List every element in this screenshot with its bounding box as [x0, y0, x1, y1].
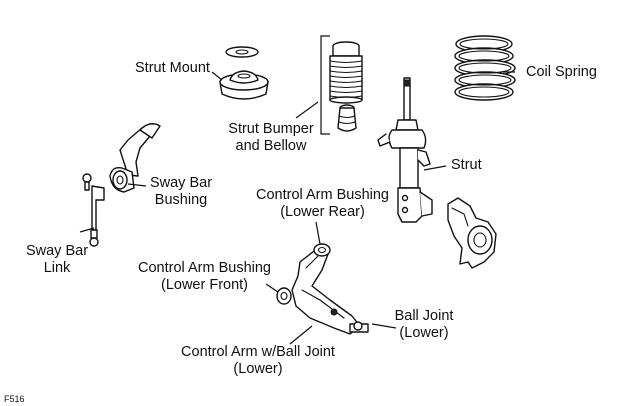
- strut-bumper-drawing: [337, 104, 357, 132]
- strut-bumper-label-line2: and Bellow: [235, 138, 307, 154]
- sway-bar-bushing-label: Sway Bar Bushing: [146, 175, 216, 209]
- control-arm-label-line2: (Lower): [233, 361, 283, 377]
- sway-bar-bushing-leader: [127, 183, 147, 187]
- strut-leader: [423, 165, 447, 171]
- strut-bumper-label-line1: Strut Bumper: [228, 121, 314, 137]
- sway-bar-drawing: [109, 123, 161, 193]
- sway-bar-link-label-line1: Sway Bar: [25, 243, 89, 259]
- strut-bumper-leader: [295, 101, 319, 119]
- sway-bar-link-leader: [79, 227, 95, 233]
- control-arm-label: Control Arm w/Ball Joint (Lower): [170, 344, 346, 378]
- control-arm-drawing: [276, 243, 369, 335]
- ball-joint-label-line1: Ball Joint: [394, 308, 454, 324]
- sway-bar-link-label-line2: Link: [43, 260, 71, 276]
- control-arm-bushing-rear-label: Control Arm Bushing (Lower Rear): [250, 187, 395, 221]
- ball-joint-label-line2: (Lower): [399, 325, 449, 341]
- control-arm-bushing-rear-label-line2: (Lower Rear): [280, 204, 365, 220]
- coil-spring-label: Coil Spring: [526, 64, 597, 80]
- ball-joint-leader: [371, 323, 397, 329]
- leader-lines: [79, 71, 515, 345]
- sway-bar-bushing-label-line1: Sway Bar: [149, 175, 213, 191]
- steering-knuckle-drawing: [447, 197, 497, 269]
- sway-bar-bushing-label-line2: Bushing: [154, 192, 208, 208]
- strut-bumper-label: Strut Bumper and Bellow: [221, 121, 321, 155]
- control-arm-leader: [289, 325, 313, 345]
- control-arm-bushing-rear-leader: [315, 221, 321, 245]
- strut-bellow-drawing: [329, 41, 363, 104]
- strut-drawing: [377, 77, 433, 223]
- strut-mount-drawing: [219, 46, 269, 100]
- control-arm-bushing-front-label-line1: Control Arm Bushing: [138, 260, 271, 276]
- control-arm-bushing-front-leader: [265, 283, 279, 293]
- strut-mount-leader: [211, 71, 223, 81]
- control-arm-bushing-rear-label-line1: Control Arm Bushing: [256, 187, 389, 203]
- bumper-bracket: [320, 35, 330, 135]
- control-arm-bushing-front-label: Control Arm Bushing (Lower Front): [132, 260, 277, 294]
- strut-mount-label: Strut Mount: [135, 60, 210, 76]
- strut-label: Strut: [451, 157, 482, 173]
- ball-joint-label: Ball Joint (Lower): [388, 308, 460, 342]
- control-arm-label-line1: Control Arm w/Ball Joint: [181, 344, 335, 360]
- figure-code: F516: [4, 394, 25, 404]
- sway-bar-link-drawing: [82, 173, 105, 247]
- control-arm-bushing-front-label-line2: (Lower Front): [160, 277, 249, 293]
- coil-spring-drawing: [454, 35, 516, 101]
- sway-bar-link-label: Sway Bar Link: [24, 243, 90, 277]
